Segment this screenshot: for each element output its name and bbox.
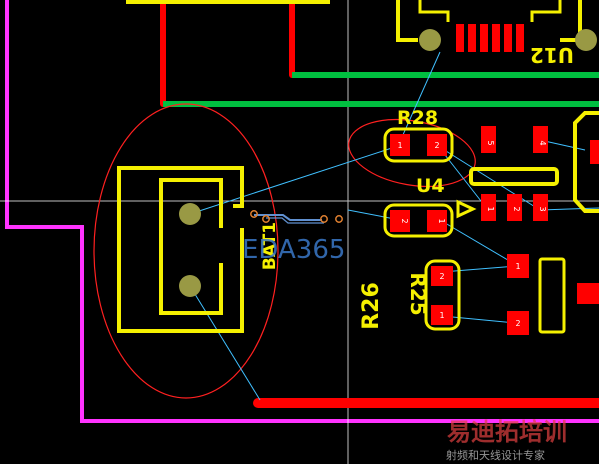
right-edge-outline <box>573 111 599 213</box>
u12-mount-hole-left <box>419 29 441 51</box>
right-edge-pad-upper <box>590 140 599 164</box>
site-tagline-text: 射频和天线设计专家 <box>446 448 545 462</box>
u4-ic[interactable]: 5 4 1 2 3 U4 <box>416 126 559 221</box>
u4-pin-5 <box>481 126 496 153</box>
u4-pin-4 <box>533 126 548 153</box>
r25-pad-1-label: 1 <box>439 311 444 320</box>
r28-resistor[interactable]: 1 2 R28 <box>383 107 454 163</box>
r25-resistor[interactable]: 2 1 R25 <box>406 259 461 331</box>
battery-pad-positive <box>179 203 201 225</box>
eda365-watermark: EDA365 <box>242 235 345 265</box>
site-watermark-banner: 易迪拓培训 射频和天线设计专家 <box>446 418 567 462</box>
bottom-copper-traces <box>163 72 599 107</box>
u4-pin1-marker <box>456 199 477 219</box>
battery-outer-outline <box>117 166 244 333</box>
r28-highlight-ellipse <box>348 118 476 188</box>
u12-inner-outline <box>418 0 562 22</box>
r26-resistor[interactable]: 1 2 R26 <box>359 254 529 335</box>
r28-pad-1 <box>390 134 410 156</box>
r28-pad-2 <box>427 134 447 156</box>
r28-pad-1-label: 1 <box>397 141 402 150</box>
r25-outline <box>424 259 461 331</box>
pad-pair-pad-1 <box>427 210 447 232</box>
u12-mount-hole-right <box>575 29 597 51</box>
top-copper-traces <box>160 0 599 408</box>
right-component-outline <box>538 257 566 334</box>
right-edge-pad <box>577 283 599 304</box>
u4-pin-2 <box>507 194 522 221</box>
battery-inner-outline <box>159 178 223 315</box>
u4-pin-5-label: 5 <box>486 140 495 145</box>
u4-body-outline <box>469 167 559 186</box>
r26-pad-2 <box>507 311 529 335</box>
u4-pin-1-label: 1 <box>486 206 495 211</box>
battery-designator: BAT1 <box>260 222 280 270</box>
u4-pin-2-label: 2 <box>512 206 521 211</box>
site-banner-text: 易迪拓培训 <box>447 418 567 446</box>
battery-highlight-ellipse <box>93 103 279 399</box>
r28-pad-2-label: 2 <box>434 141 439 150</box>
highlight-ellipses <box>93 103 476 399</box>
r26-pad-2-label: 2 <box>515 319 520 328</box>
r26-pad-1 <box>507 254 529 278</box>
pad-pair-outline <box>383 203 454 238</box>
r25-pad-2 <box>431 266 453 286</box>
right-side-component[interactable] <box>538 111 599 334</box>
r25-pad-1 <box>431 305 453 325</box>
ratsnest-lines <box>189 51 599 401</box>
r28-outline <box>383 127 454 163</box>
r25-pad-2-label: 2 <box>439 272 444 281</box>
u12-footprint[interactable]: U12 <box>396 0 597 67</box>
u12-designator: U12 <box>530 43 574 67</box>
pad-pair-pad-2 <box>390 210 410 232</box>
via-group <box>250 210 343 224</box>
r28-designator: R28 <box>397 107 438 129</box>
pad-pair-near-u4[interactable]: 2 1 <box>383 203 454 238</box>
u12-pads <box>456 24 524 52</box>
r26-pad-1-label: 1 <box>515 262 520 271</box>
eda365-brand-text: EDA365 <box>242 235 345 265</box>
board-outline <box>5 0 599 423</box>
u4-pin-4-label: 4 <box>538 140 547 145</box>
pad-pair-pad-1-label: 1 <box>437 218 446 223</box>
u4-pin-3-label: 3 <box>538 206 547 211</box>
pad-pair-pad-2-label: 2 <box>400 218 409 223</box>
r25-designator: R25 <box>406 272 430 315</box>
u4-designator: U4 <box>416 175 445 197</box>
u4-pin-3 <box>533 194 548 221</box>
r26-designator: R26 <box>359 282 384 330</box>
battery-holder-bat1[interactable]: BAT1 <box>117 166 280 333</box>
battery-pad-negative <box>179 275 201 297</box>
u4-pin-1 <box>481 194 496 221</box>
